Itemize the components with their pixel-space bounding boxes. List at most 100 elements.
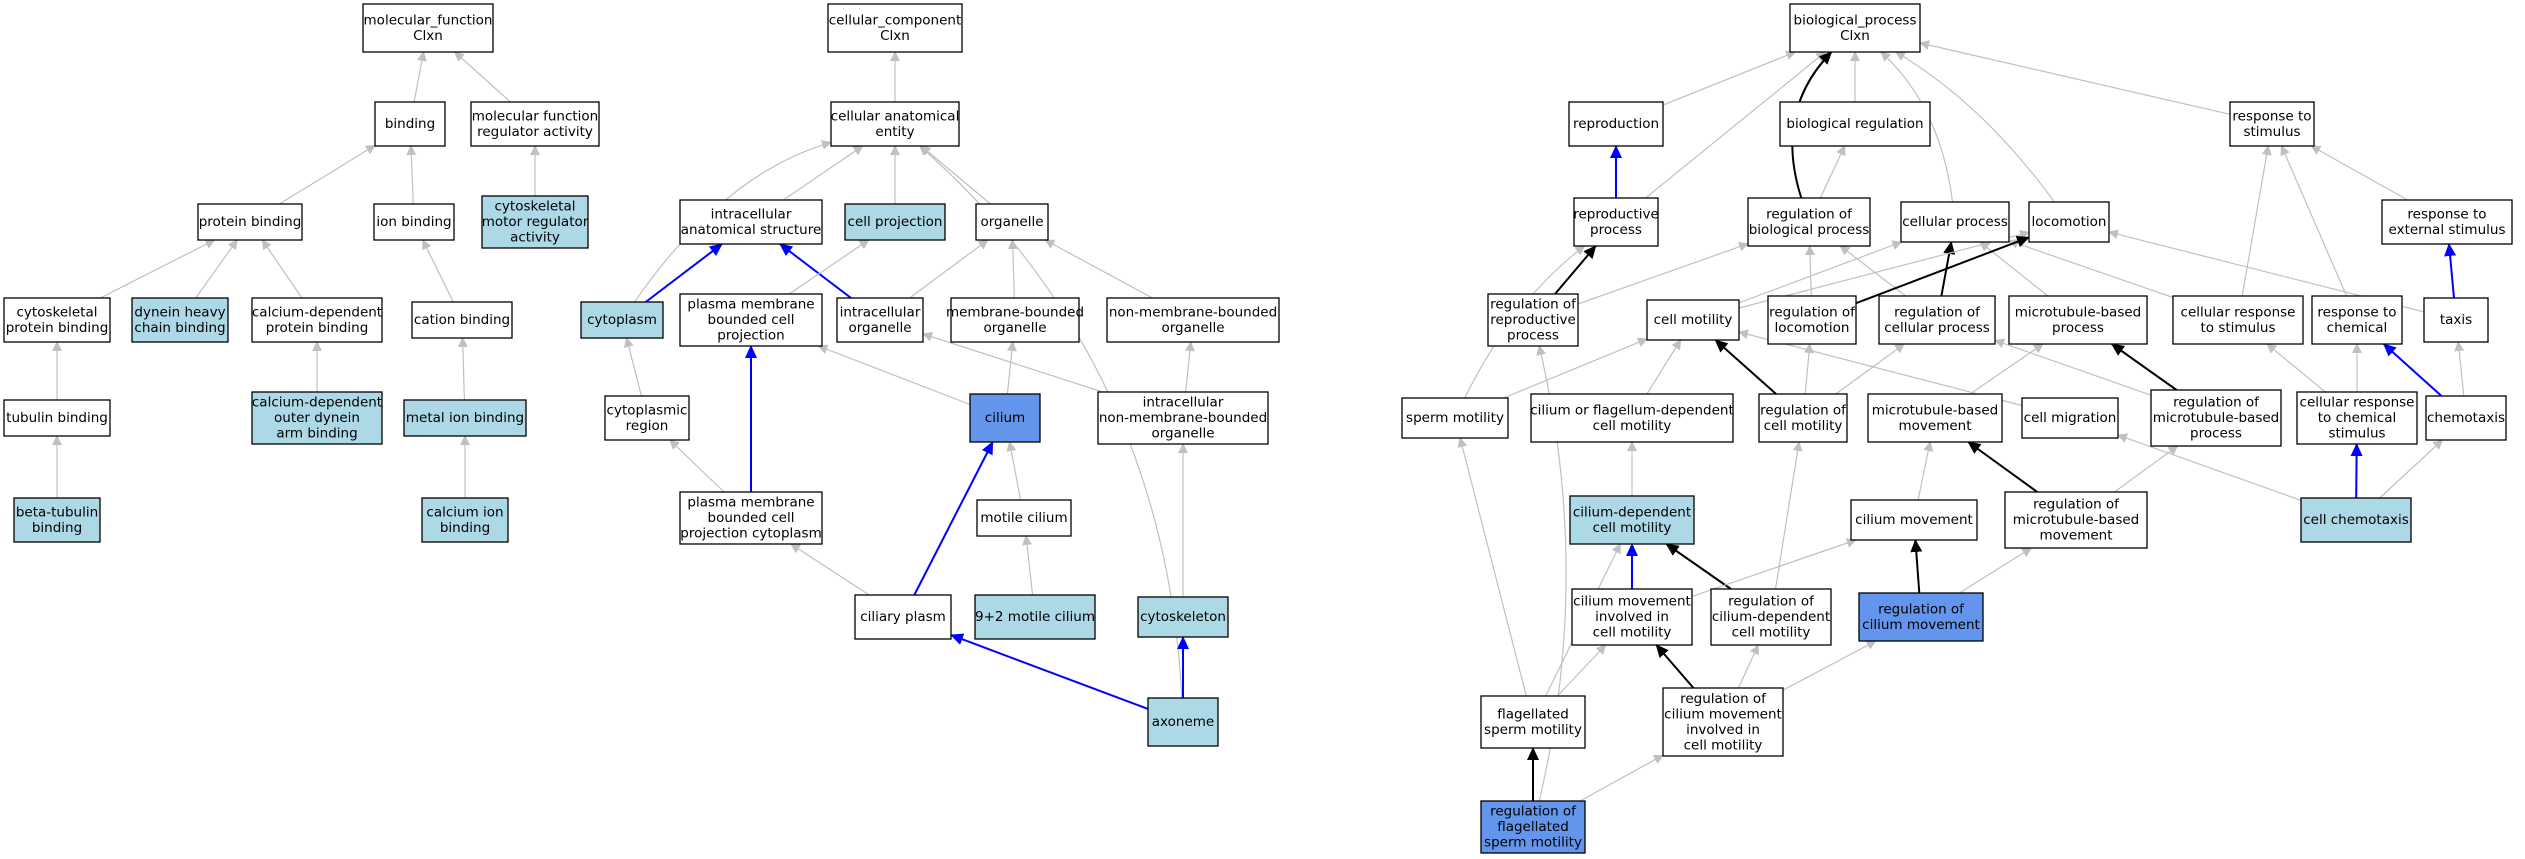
edge-regcilmov-to-regmtbm [1959, 547, 2033, 594]
edge-regmtbp-to-mtbp [2110, 343, 2178, 391]
edge-line [2444, 243, 2457, 299]
node-box [251, 297, 383, 343]
edge-line [790, 543, 870, 596]
node-box [976, 499, 1072, 537]
node-box [679, 491, 823, 545]
edge-regcmicm-to-regcdcm [1737, 644, 1759, 689]
edge-rtc-to-rts [2280, 145, 2348, 297]
node-label-line: biological process [1749, 222, 1870, 238]
node-label-line: cilium movement [1862, 617, 1980, 633]
node-label-line: protein binding [199, 214, 302, 230]
edge-cilium-to-mbo [1006, 341, 1017, 395]
node-box [2425, 395, 2507, 441]
edge-line [1503, 337, 1648, 399]
edge-cellchem-to-crtcs [2350, 443, 2363, 499]
node-label-line: involved in [1595, 609, 1669, 625]
node-label-line: ion binding [376, 214, 451, 230]
edge-axoneme-to-cilplasm [950, 633, 1149, 710]
node-label-line: involved in [1686, 722, 1760, 738]
node-label-line: cell motility [1732, 625, 1811, 641]
node-box [1767, 295, 1857, 345]
edge-line [909, 239, 989, 299]
node-box [362, 3, 494, 53]
edge-regcdcm-to-cdcm [1665, 543, 1732, 590]
go-term-node-cilium-movement: cilium movement [1850, 499, 1978, 541]
node-box [1900, 201, 2010, 243]
node-box [131, 297, 229, 343]
edge-line [1691, 538, 1857, 597]
edge-pmbcp-to-cproj [788, 239, 870, 295]
node-label-line: movement [2039, 528, 2112, 544]
edge-chemotaxis-to-taxis [2454, 341, 2465, 397]
edge-regcmicm-to-cmicm [1655, 644, 1695, 689]
edge-line [406, 145, 417, 205]
node-box [2311, 295, 2403, 345]
node-box [604, 395, 690, 441]
node-label-line: organelle [980, 214, 1043, 230]
node-label-line: locomotion [1775, 320, 1850, 336]
edge-line [1554, 245, 1597, 295]
edge-regcm-to-regcp [1835, 343, 1906, 395]
node-box [374, 101, 446, 147]
node-box [251, 391, 383, 445]
node-box [1401, 397, 1509, 439]
node-label-line: biological_process [1794, 12, 1917, 28]
edge-organelle-to-cae [920, 145, 991, 205]
node-box [13, 497, 101, 543]
go-term-node-cell-projection: cell projection [844, 203, 946, 241]
edge-cpb-to-pbind [100, 239, 216, 299]
edge-line [1577, 241, 1749, 305]
edge-line [1737, 644, 1759, 689]
edge-regcm-to-cellmot [1714, 339, 1777, 395]
edge-regmtbm-to-regmtbp [2114, 445, 2179, 493]
node-box [1106, 297, 1280, 343]
node-box [1858, 592, 1984, 642]
node-label-line: to chemical [2318, 410, 2396, 426]
go-term-node-chemotaxis: chemotaxis [2425, 395, 2507, 441]
node-label-line: cellular process [1902, 214, 2008, 230]
edge-regbp-to-bioreg [1819, 145, 1846, 199]
node-label-line: flagellated [1497, 706, 1569, 722]
edge-line [1645, 51, 1827, 199]
node-label-line: cellular response [2181, 304, 2296, 320]
edge-intorg-to-ias [779, 243, 852, 299]
edge-line [1579, 754, 1664, 802]
edge-line [1007, 239, 1018, 299]
node-label-line: regulation of [1490, 804, 1577, 820]
node-box [1097, 391, 1269, 445]
node-box [2028, 201, 2110, 243]
edge-line [1714, 339, 1777, 395]
node-label-line: organelle [848, 320, 911, 336]
edge-flagsm-to-spmot [1457, 437, 1527, 697]
go-term-node-protein-binding: protein binding [197, 203, 303, 241]
node-box [2172, 295, 2304, 345]
node-box [197, 203, 303, 241]
node-label-line: non-membrane-bounded [1099, 410, 1267, 426]
edge-line [2110, 343, 2178, 391]
node-label-line: axoneme [1152, 714, 1214, 730]
node-label-line: plasma membrane [687, 297, 814, 313]
node-label-line: cilium movement [1664, 706, 1782, 722]
edge-locom-to-bp [1894, 51, 2055, 203]
node-label-line: Clxn [1840, 28, 1870, 44]
node-label-line: plasma membrane [687, 495, 814, 511]
node-label-line: membrane-bounded [946, 304, 1084, 320]
node-label-line: cell migration [2024, 410, 2117, 426]
go-term-node-reproduction: reproduction [1568, 101, 1664, 147]
edge-line [645, 243, 723, 303]
go-term-node-sperm-motility: sperm motility [1401, 397, 1509, 439]
edge-line [2454, 341, 2465, 397]
edge-line [1967, 441, 2038, 493]
node-label-line: reproduction [1573, 116, 1659, 132]
